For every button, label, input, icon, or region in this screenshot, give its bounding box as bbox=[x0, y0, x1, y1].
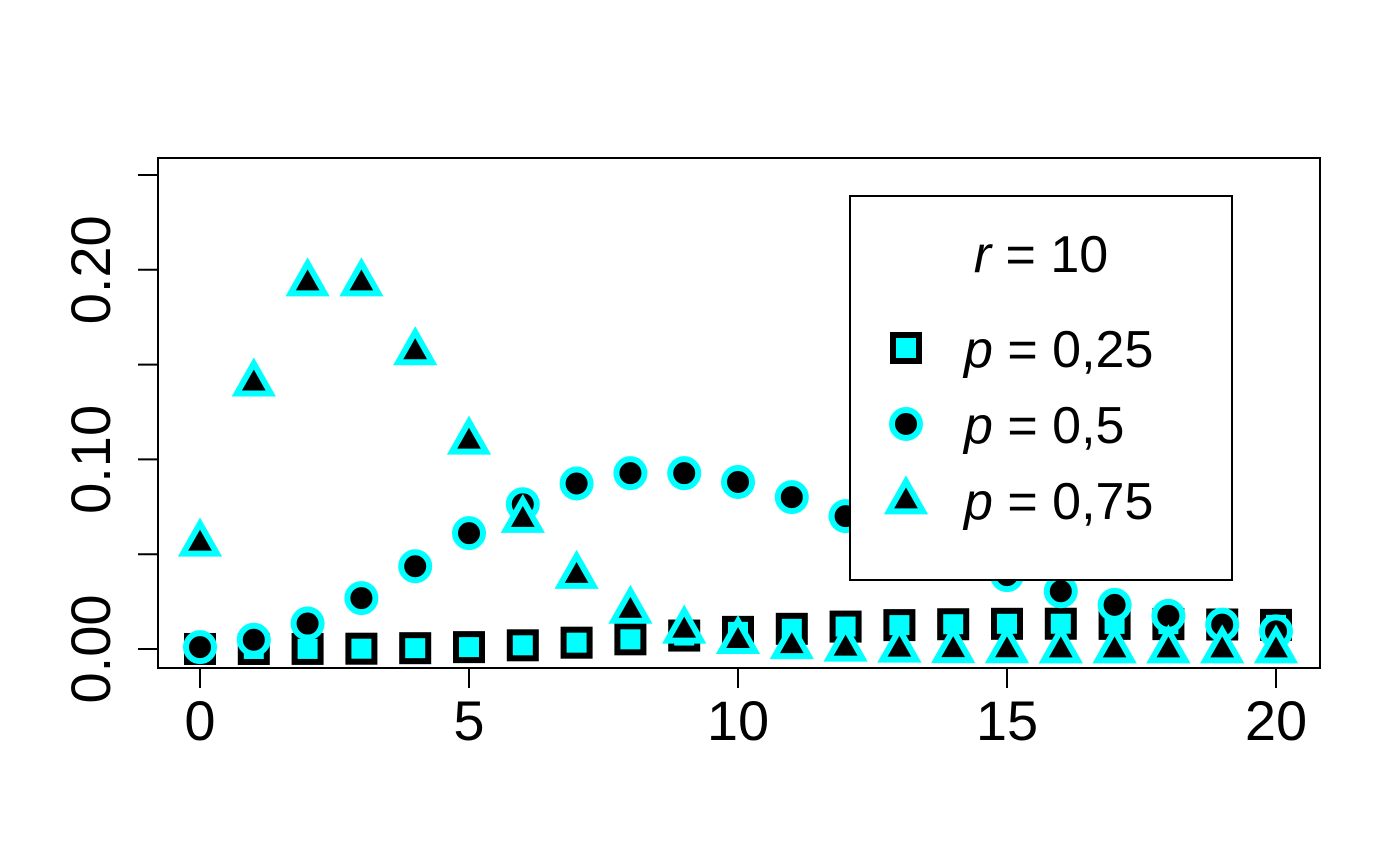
data-point-triangle bbox=[984, 624, 1030, 664]
y-axis: 0.00 0.10 0.20 bbox=[59, 174, 159, 704]
data-point-triangle bbox=[823, 622, 868, 662]
legend-entries: p = 0,25 p = 0,5 p = 0,75 bbox=[883, 321, 1153, 531]
data-point-circle bbox=[1043, 574, 1078, 609]
data-point-triangle bbox=[1200, 624, 1245, 664]
legend-marker-circle bbox=[889, 407, 923, 441]
legend-box bbox=[849, 195, 1233, 581]
data-point-triangle bbox=[1253, 624, 1299, 664]
data-point-square bbox=[399, 632, 432, 665]
data-point-square bbox=[614, 623, 647, 656]
data-point-circle bbox=[774, 480, 809, 515]
data-point-triangle bbox=[608, 584, 653, 624]
legend-entry: p = 0,25 bbox=[890, 321, 1153, 379]
data-point-triangle bbox=[769, 620, 814, 660]
data-point-circle bbox=[667, 456, 702, 491]
data-point-triangle bbox=[231, 357, 276, 397]
data-point-triangle bbox=[177, 517, 223, 557]
x-tick-label: 5 bbox=[453, 689, 484, 752]
legend-label: p = 0,75 bbox=[962, 473, 1153, 531]
data-point-triangle bbox=[339, 257, 384, 297]
x-tick-label: 20 bbox=[1245, 689, 1307, 752]
legend: r = 10 p = 0,25 p = 0,5 p = 0,75 bbox=[849, 195, 1233, 581]
data-point-triangle bbox=[715, 614, 761, 654]
y-tick-label: 0.10 bbox=[59, 405, 122, 514]
data-point-circle bbox=[559, 466, 594, 501]
legend-entry: p = 0,75 bbox=[883, 473, 1153, 531]
data-point-circle bbox=[183, 630, 217, 665]
data-point-circle bbox=[236, 622, 271, 657]
data-point-square bbox=[560, 626, 593, 659]
legend-marker-square bbox=[890, 332, 922, 364]
data-point-triangle bbox=[500, 493, 545, 533]
y-tick-label: 0.20 bbox=[59, 215, 122, 324]
legend-marker-triangle bbox=[883, 475, 929, 515]
legend-title: r = 10 bbox=[974, 226, 1108, 284]
x-tick-label: 0 bbox=[184, 689, 215, 752]
data-point-triangle bbox=[1038, 624, 1083, 664]
data-point-triangle bbox=[393, 326, 438, 366]
data-point-circle bbox=[721, 464, 755, 499]
x-tick-label: 10 bbox=[707, 689, 769, 752]
y-tick-label: 0.00 bbox=[59, 595, 122, 704]
x-axis: 0 5 10 15 20 bbox=[184, 667, 1307, 752]
data-point-circle bbox=[1097, 587, 1132, 622]
data-point-circle bbox=[613, 456, 648, 491]
data-point-triangle bbox=[1092, 624, 1137, 664]
legend-entry: p = 0,5 bbox=[889, 397, 1124, 455]
data-point-triangle bbox=[1146, 624, 1191, 664]
x-tick-label: 15 bbox=[976, 689, 1038, 752]
data-point-triangle bbox=[554, 549, 599, 589]
data-point-triangle bbox=[446, 415, 492, 455]
data-point-triangle bbox=[285, 257, 330, 297]
data-point-circle bbox=[452, 516, 486, 551]
legend-label: p = 0,5 bbox=[962, 397, 1124, 455]
data-point-triangle bbox=[931, 624, 976, 664]
legend-label: p = 0,25 bbox=[962, 321, 1153, 379]
series-triangle bbox=[177, 257, 1299, 664]
data-point-square bbox=[345, 632, 378, 665]
data-point-square bbox=[506, 629, 539, 662]
data-point-circle bbox=[290, 606, 325, 641]
data-point-circle bbox=[398, 549, 433, 584]
data-point-square bbox=[453, 631, 485, 664]
data-point-circle bbox=[344, 581, 379, 616]
data-point-triangle bbox=[877, 623, 922, 663]
data-point-triangle bbox=[662, 604, 707, 644]
data-point-square bbox=[1044, 607, 1077, 640]
